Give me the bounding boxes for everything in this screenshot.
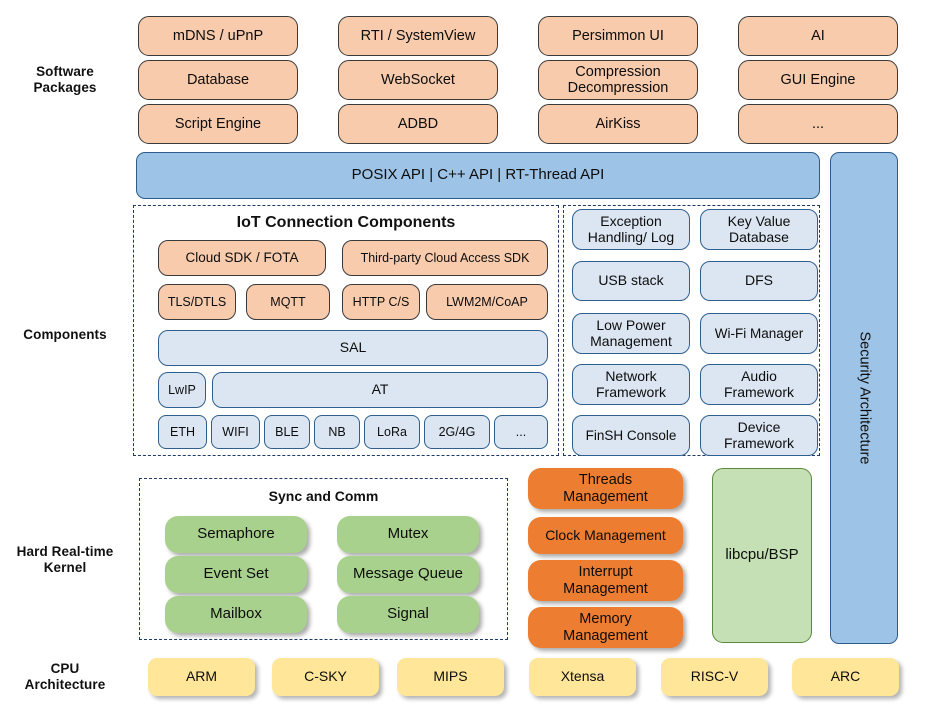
row-label-line2: Architecture <box>24 677 106 692</box>
row-label-line1: CPU <box>50 660 80 676</box>
component-label-line2: Framework <box>723 383 794 400</box>
component-key-value-database[interactable]: Key Value Database <box>700 209 818 250</box>
component-label-line2: Management <box>590 332 672 349</box>
component-network-framework[interactable]: Network Framework <box>572 364 690 405</box>
package-ai[interactable]: AI <box>738 16 898 56</box>
iot-link-more[interactable]: ... <box>494 415 548 449</box>
component-label-line1: Key Value <box>727 212 791 229</box>
row-label-kernel: Hard Real-time Kernel <box>0 538 130 582</box>
iot-tls-dtls[interactable]: TLS/DTLS <box>158 284 236 320</box>
kernel-memory-management[interactable]: Memory Management <box>528 607 683 648</box>
package-script-engine[interactable]: Script Engine <box>138 104 298 144</box>
iot-third-party-cloud-access-sdk[interactable]: Third-party Cloud Access SDK <box>342 240 548 276</box>
component-label-line2: Handling/ Log <box>587 228 675 245</box>
api-bar[interactable]: POSIX API | C++ API | RT-Thread API <box>136 152 820 199</box>
component-finsh-console[interactable]: FinSH Console <box>572 415 690 456</box>
row-label-components: Components <box>23 326 107 342</box>
cpu-c-sky[interactable]: C-SKY <box>272 658 379 696</box>
kernel-label-line2: Management <box>563 488 648 505</box>
component-wifi-manager[interactable]: Wi-Fi Manager <box>700 313 818 354</box>
kernel-event-set[interactable]: Event Set <box>165 556 307 593</box>
iot-lwm2m-coap[interactable]: LWM2M/CoAP <box>426 284 548 320</box>
package-persimmon-ui[interactable]: Persimmon UI <box>538 16 698 56</box>
package-websocket[interactable]: WebSocket <box>338 60 498 100</box>
package-adbd[interactable]: ADBD <box>338 104 498 144</box>
component-dfs[interactable]: DFS <box>700 261 818 301</box>
package-gui-engine[interactable]: GUI Engine <box>738 60 898 100</box>
row-label-cpu-architecture: CPU Architecture <box>0 655 130 699</box>
package-mdns-upnp[interactable]: mDNS / uPnP <box>138 16 298 56</box>
package-label-line1: Compression <box>575 63 661 80</box>
row-label-line1: Hard Real-time <box>16 543 114 559</box>
component-device-framework[interactable]: Device Framework <box>700 415 818 456</box>
package-airkiss[interactable]: AirKiss <box>538 104 698 144</box>
package-database[interactable]: Database <box>138 60 298 100</box>
iot-http-cs[interactable]: HTTP C/S <box>342 284 420 320</box>
kernel-label-line2: Management <box>563 580 648 597</box>
iot-at[interactable]: AT <box>212 372 548 408</box>
kernel-mutex[interactable]: Mutex <box>337 516 479 553</box>
cpu-arm[interactable]: ARM <box>148 658 255 696</box>
security-architecture-label: Security Architecture <box>856 331 873 465</box>
component-label-line1: Audio <box>741 367 777 384</box>
kernel-interrupt-management[interactable]: Interrupt Management <box>528 560 683 601</box>
sync-and-comm-title: Sync and Comm <box>268 488 379 504</box>
cpu-arc[interactable]: ARC <box>792 658 899 696</box>
row-label-line2: Kernel <box>43 560 87 575</box>
iot-mqtt[interactable]: MQTT <box>246 284 330 320</box>
iot-sal[interactable]: SAL <box>158 330 548 366</box>
iot-cloud-sdk-fota[interactable]: Cloud SDK / FOTA <box>158 240 326 276</box>
package-more[interactable]: ... <box>738 104 898 144</box>
kernel-clock-management[interactable]: Clock Management <box>528 517 683 554</box>
row-label-line1: Software <box>36 63 94 79</box>
component-usb-stack[interactable]: USB stack <box>572 261 690 301</box>
component-low-power-management[interactable]: Low Power Management <box>572 313 690 354</box>
component-label-line2: Database <box>729 228 789 245</box>
component-label-line1: Low Power <box>596 316 666 333</box>
package-label-line2: Decompression <box>567 80 669 96</box>
component-label-line2: Framework <box>723 434 794 451</box>
iot-connection-components-group <box>133 205 559 456</box>
iot-link-nb[interactable]: NB <box>314 415 360 449</box>
package-rti-systemview[interactable]: RTI / SystemView <box>338 16 498 56</box>
components-right-group <box>563 205 820 456</box>
kernel-signal[interactable]: Signal <box>337 596 479 633</box>
security-architecture-bar[interactable]: Security Architecture <box>830 152 898 644</box>
kernel-semaphore[interactable]: Semaphore <box>165 516 307 553</box>
iot-link-ble[interactable]: BLE <box>264 415 310 449</box>
package-compression-decompression[interactable]: Compression Decompression <box>538 60 698 100</box>
kernel-message-queue[interactable]: Message Queue <box>337 556 479 593</box>
iot-link-eth[interactable]: ETH <box>158 415 207 449</box>
iot-group-title: IoT Connection Components <box>236 214 456 231</box>
iot-link-wifi[interactable]: WIFI <box>211 415 260 449</box>
iot-link-2g-4g[interactable]: 2G/4G <box>424 415 490 449</box>
component-label-line1: Network <box>605 367 657 384</box>
libcpu-bsp[interactable]: libcpu/BSP <box>712 468 812 643</box>
cpu-xtensa[interactable]: Xtensa <box>529 658 636 696</box>
kernel-label-line1: Memory <box>579 611 632 628</box>
cpu-mips[interactable]: MIPS <box>397 658 504 696</box>
cpu-risc-v[interactable]: RISC-V <box>661 658 768 696</box>
kernel-label-line1: Interrupt <box>578 564 633 581</box>
row-label-line2: Packages <box>33 80 97 95</box>
component-label-line1: Device <box>737 418 781 435</box>
iot-link-lora[interactable]: LoRa <box>364 415 420 449</box>
component-label-line1: Exception <box>600 212 662 229</box>
component-label-line2: Framework <box>595 383 666 400</box>
row-label-software-packages: Software Packages <box>0 55 130 105</box>
iot-lwip[interactable]: LwIP <box>158 372 206 408</box>
kernel-label-line1: Threads <box>578 472 633 489</box>
component-audio-framework[interactable]: Audio Framework <box>700 364 818 405</box>
sync-and-comm-group <box>139 478 508 640</box>
kernel-label-line2: Management <box>563 627 648 644</box>
kernel-mailbox[interactable]: Mailbox <box>165 596 307 633</box>
component-exception-handling-log[interactable]: Exception Handling/ Log <box>572 209 690 250</box>
kernel-threads-management[interactable]: Threads Management <box>528 468 683 509</box>
